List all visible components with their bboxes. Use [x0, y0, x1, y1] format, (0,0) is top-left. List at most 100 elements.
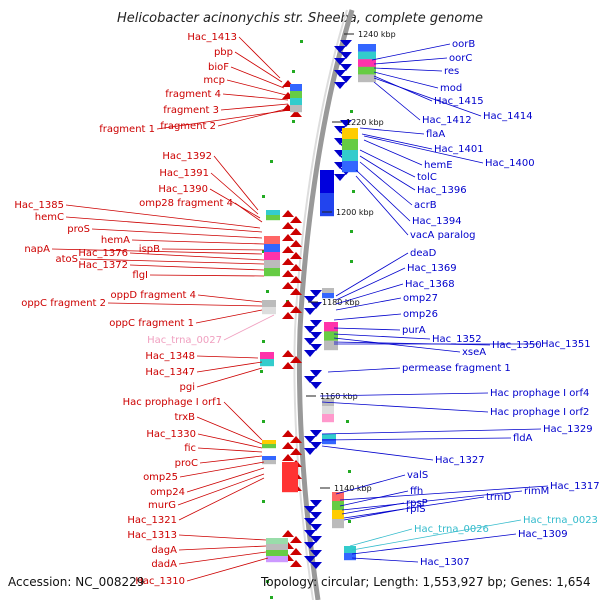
reverse-gene-arrow	[310, 344, 322, 351]
backbone-outer	[296, 9, 355, 600]
left-leader-hac-1310	[186, 557, 269, 582]
gene-label-hac-1310: Hac_1310	[135, 576, 185, 587]
reverse-gene-arrow	[304, 338, 316, 345]
gene-label-vaca-paralog: vacA paralog	[410, 230, 476, 241]
gene-label-fragment-1: fragment 1	[99, 124, 155, 135]
reverse-gene-arrow	[340, 120, 352, 127]
right-leader-hac-1369	[335, 267, 406, 301]
gene-label-hac-1412: Hac_1412	[422, 115, 472, 126]
position-dot	[350, 110, 353, 113]
forward-gene-arrow	[282, 442, 294, 449]
gene-label-oorb: oorB	[452, 39, 475, 50]
gene-label-oorc: oorC	[449, 53, 472, 64]
gene-label-oppc-fragment-1: oppC fragment 1	[109, 318, 194, 329]
left-leader-pros	[91, 228, 263, 239]
reverse-gene-arrow	[304, 436, 316, 443]
gene-segment	[260, 352, 274, 360]
gene-label-pbp: pbp	[214, 47, 233, 58]
left-leader-napa	[51, 248, 263, 255]
reverse-gene-arrow	[310, 430, 322, 437]
left-leader-hac-1385	[65, 204, 261, 229]
gene-label-murg: murG	[148, 500, 176, 511]
gene-label-hema: hemA	[101, 235, 130, 246]
gene-segment	[322, 414, 334, 423]
left-leader-omp25	[179, 461, 265, 478]
gene-label-hac-1347: Hac_1347	[145, 367, 195, 378]
gene-label-biof: bioF	[208, 62, 229, 73]
position-dot	[348, 520, 351, 523]
gene-label-hac-1413: Hac_1413	[187, 32, 237, 43]
gene-label-flaa: flaA	[426, 129, 445, 140]
gene-label-dead: deaD	[410, 248, 437, 259]
reverse-gene-arrow	[310, 562, 322, 569]
gene-label-hac-1372: Hac_1372	[78, 260, 128, 271]
gene-features	[260, 40, 376, 569]
forward-gene-arrow	[282, 234, 294, 241]
tick-label: 1240 kbp	[358, 30, 396, 39]
gene-label-proc: proC	[175, 458, 198, 469]
gene-label-hac-1313: Hac_1313	[127, 530, 177, 541]
forward-gene-arrow	[290, 548, 302, 555]
left-leader-fragment-4	[222, 93, 289, 101]
forward-gene-arrow	[282, 210, 294, 217]
position-dot	[270, 160, 273, 163]
gene-label-hac-prophage-i-orf2: Hac prophage I orf2	[490, 407, 589, 418]
right-leader-trmd	[343, 496, 485, 519]
forward-gene-arrow	[282, 300, 294, 307]
gene-segment	[262, 444, 276, 449]
position-dot	[292, 120, 295, 123]
reverse-gene-arrow	[304, 376, 316, 383]
gene-segment	[322, 293, 334, 299]
reverse-gene-arrow	[310, 550, 322, 557]
reverse-gene-arrow	[334, 126, 346, 133]
right-leader-dead	[335, 252, 409, 297]
right-leader-hac-1350	[333, 341, 491, 346]
gene-label-hac-1369: Hac_1369	[407, 263, 457, 274]
left-leader-ispb	[161, 248, 265, 251]
right-leader-mod	[373, 71, 439, 89]
gene-segment	[322, 439, 336, 445]
gene-label-hemc: hemC	[35, 212, 64, 223]
gene-label-hac-1401: Hac_1401	[434, 144, 484, 155]
gene-label-hac-1394: Hac_1394	[412, 216, 462, 227]
gene-segment	[266, 550, 288, 557]
gene-segment	[290, 91, 302, 99]
gene-label-hac-1392: Hac_1392	[162, 151, 212, 162]
gene-segment	[262, 300, 276, 308]
right-leader-hac-1309	[351, 533, 517, 555]
left-leader-hemc	[65, 216, 263, 233]
gene-label-hac-1396: Hac_1396	[417, 185, 467, 196]
right-leader-vaca-paralog	[355, 175, 409, 236]
gene-segment	[332, 519, 344, 529]
gene-label-atos: atoS	[55, 254, 78, 265]
left-leader-hac-1413	[238, 36, 281, 79]
forward-gene-arrow	[282, 222, 294, 229]
gene-label-fragment-2: fragment 2	[160, 121, 216, 132]
left-leader-flgi	[149, 274, 265, 277]
gene-segment	[262, 307, 276, 315]
right-leader-flaa	[359, 127, 425, 135]
gene-label-flda: fldA	[513, 433, 533, 444]
gene-label-tolc: tolC	[417, 172, 437, 183]
reverse-gene-arrow	[310, 500, 322, 507]
gene-label-permease-fragment-1: permease fragment 1	[402, 363, 511, 374]
right-leader-rpls	[343, 508, 405, 521]
gene-segment	[264, 268, 280, 277]
reverse-gene-arrow	[310, 442, 322, 449]
right-leader-permease-fragment-1	[327, 367, 401, 373]
gene-label-hac-1376: Hac_1376	[78, 248, 128, 259]
gene-label-omp24: omp24	[150, 487, 185, 498]
left-leader-hac-1390	[209, 188, 261, 219]
reverse-gene-arrow	[310, 332, 322, 339]
gene-label-hac-1317: Hac_1317	[550, 481, 600, 492]
position-dot	[262, 195, 265, 198]
right-leader-omp26	[333, 313, 402, 321]
right-leader-hac-prophage-i-orf4	[319, 392, 489, 397]
gene-label-hac-1391: Hac_1391	[159, 168, 209, 179]
right-leader-ffh	[339, 490, 409, 507]
gene-segment	[290, 98, 302, 106]
left-leader-biof	[230, 66, 285, 89]
forward-gene-arrow	[282, 530, 294, 537]
